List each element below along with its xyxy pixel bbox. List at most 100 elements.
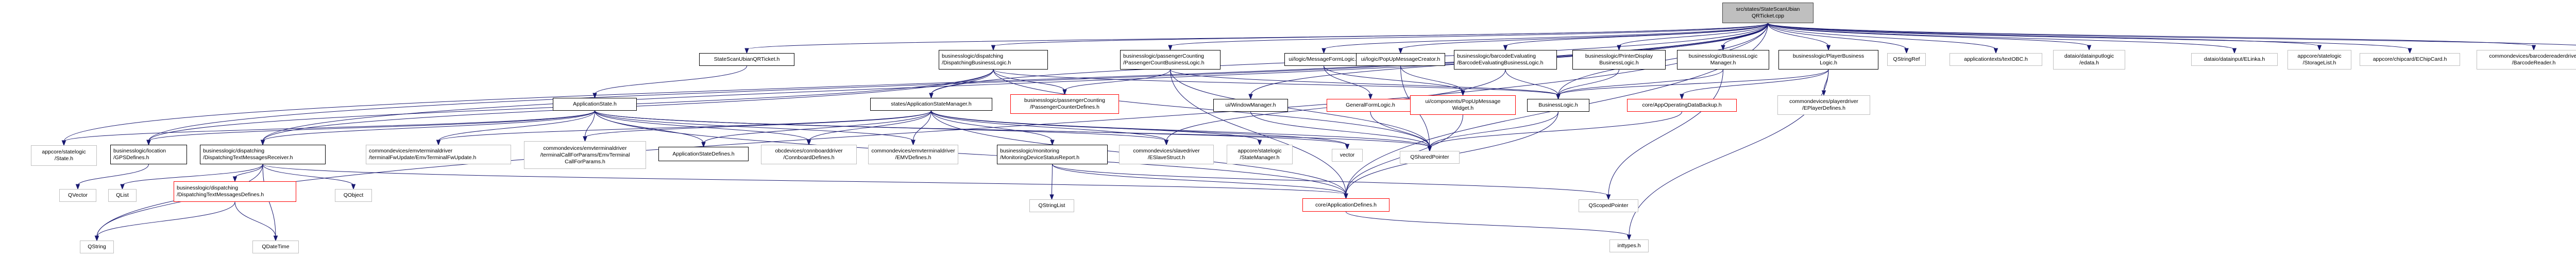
arrowhead-icon (1617, 45, 1621, 51)
dependency-edge (1558, 69, 1619, 96)
node-qobject[interactable]: QObject (335, 189, 372, 202)
node-label: businesslogic/passengerCounting /Passeng… (1123, 53, 1205, 66)
node-vector[interactable]: vector (1332, 149, 1363, 162)
dependency-edge (1324, 65, 1463, 92)
dependency-edge (595, 110, 1346, 195)
node-stl[interactable]: appcore/statelogic /StorageList.h (2287, 50, 2351, 70)
node-gps[interactable]: businesslogic/location /GPSDefines.h (110, 145, 187, 164)
node-pdbl[interactable]: businesslogic/PrinterDisplay BusinessLog… (1572, 50, 1666, 70)
node-emvd[interactable]: commondevices/emvterminaldriver /EMVDefi… (868, 145, 958, 164)
node-cfp[interactable]: commondevices/emvterminaldriver /termina… (524, 141, 646, 169)
node-asm[interactable]: states/ApplicationStateManager.h (870, 98, 992, 111)
node-label: commondevices/barcodereaderdriver /Barco… (2489, 53, 2576, 66)
node-bebl[interactable]: businesslogic/barcodeEvaluating /Barcode… (1454, 50, 1557, 70)
arrowhead-icon (1680, 94, 1684, 100)
dependency-edge (1768, 23, 2320, 47)
arrowhead-icon (911, 140, 916, 146)
dependency-edge (1768, 23, 1829, 47)
node-label: businesslogic/monitoring /MonitoringDevi… (1000, 148, 1080, 161)
node-bcr[interactable]: commondevices/barcodereaderdriver /Barco… (2477, 50, 2576, 70)
arrowhead-icon (1257, 140, 1262, 146)
node-qsp[interactable]: QSharedPointer (1400, 151, 1460, 164)
dependency-edge (262, 164, 1346, 195)
dependency-edge (63, 110, 595, 142)
arrowhead-icon (1721, 45, 1725, 51)
node-qvector[interactable]: QVector (59, 189, 96, 202)
node-epd[interactable]: commondevices/playerdriver /EPlayerDefin… (1777, 95, 1870, 115)
dependency-edge (585, 110, 931, 138)
dependency-edge (1429, 111, 1682, 148)
node-label: businesslogic/BusinessLogic Manager.h (1688, 53, 1758, 66)
arrowhead-icon (2087, 45, 2092, 51)
dependency-edge (1370, 111, 1430, 148)
node-label: states/ApplicationStateManager.h (891, 101, 972, 107)
dependency-edge (148, 110, 595, 142)
dependency-edge (1629, 69, 1829, 236)
node-root[interactable]: src/states/StateScanUbian QRTicket.cpp (1722, 3, 1814, 23)
dependency-edge (1346, 211, 1630, 236)
arrowhead-icon (1049, 194, 1054, 200)
node-qstringlist[interactable]: QStringList (1029, 199, 1074, 212)
node-state[interactable]: appcore/statelogic /State.h (31, 145, 97, 166)
node-qdatetime[interactable]: QDateTime (252, 241, 299, 253)
node-wm[interactable]: ui/WindowManager.h (1213, 99, 1288, 112)
arrowhead-icon (436, 140, 441, 146)
node-ess[interactable]: commondevices/slavedriver /ESlaveStruct.… (1119, 145, 1214, 164)
node-dbl[interactable]: businesslogic/dispatching /DispatchingBu… (939, 50, 1048, 70)
node-mfl[interactable]: ui/logic/MessageFormLogic.h (1284, 53, 1363, 66)
node-qlist[interactable]: QList (108, 189, 137, 202)
node-mdsr[interactable]: businesslogic/monitoring /MonitoringDevi… (997, 145, 1108, 164)
node-as[interactable]: ApplicationState.h (553, 98, 637, 111)
node-pcbl[interactable]: businesslogic/passengerCounting /Passeng… (1120, 50, 1221, 70)
dependency-edge (1768, 23, 2410, 50)
dependency-edge (1723, 23, 1768, 47)
dependency-edge (1064, 69, 1171, 91)
dependency-edge (262, 110, 595, 142)
dependency-edge (1429, 111, 1558, 148)
node-qstring[interactable]: QString (80, 241, 114, 253)
node-pumw[interactable]: ui/components/PopUpMessage Widget.h (1410, 95, 1516, 115)
node-label: businesslogic/dispatching /DispatchingTe… (203, 148, 293, 161)
node-inttypes[interactable]: inttypes.h (1609, 239, 1649, 252)
node-label: businesslogic/dispatching /DispatchingTe… (177, 185, 264, 198)
node-label: core/ApplicationDefines.h (1315, 201, 1377, 208)
dependency-edge (1400, 65, 1463, 92)
node-dtmd[interactable]: businesslogic/dispatching /DispatchingTe… (174, 181, 296, 202)
node-fwu[interactable]: commondevices/emvterminaldriver /termina… (366, 145, 511, 164)
dependency-edge (234, 164, 263, 178)
node-gfl[interactable]: GeneralFormLogic.h (1327, 99, 1414, 112)
node-tobc[interactable]: applicationtexts/textOBC.h (1950, 53, 2042, 66)
node-appdef[interactable]: core/ApplicationDefines.h (1302, 198, 1389, 212)
arrowhead-icon (1062, 89, 1067, 95)
node-label: dataio/datainput/ELinka.h (2204, 56, 2265, 62)
dependency-edge (1250, 111, 1430, 148)
node-pbl[interactable]: businesslogic/PlayerBusiness Logic.h (1778, 50, 1878, 70)
arrowhead-icon (1461, 90, 1465, 96)
node-pcd[interactable]: businesslogic/passengerCounting /Passeng… (1010, 94, 1119, 114)
node-cbd[interactable]: obcdevices/connboarddriver /ConnboardDef… (761, 145, 857, 164)
node-aodb[interactable]: core/AppOperatingDataBackup.h (1627, 99, 1737, 112)
node-label: vector (1340, 152, 1355, 158)
node-label: appcore/statelogic /StorageList.h (2297, 53, 2342, 66)
node-qsr[interactable]: QStringRef (1887, 53, 1926, 66)
dependency-edge (808, 110, 931, 142)
node-edata[interactable]: dataio/datainputlogic /edata.h (2053, 50, 2125, 70)
arrowhead-icon (1993, 48, 1998, 54)
node-blm[interactable]: businesslogic/BusinessLogic Manager.h (1677, 50, 1769, 70)
arrowhead-icon (2317, 45, 2322, 51)
node-asd[interactable]: ApplicationStateDefines.h (658, 147, 749, 161)
node-label: appcore/chipcard/EChipCard.h (2372, 56, 2447, 62)
arrowhead-icon (1398, 48, 1403, 54)
dependency-edge (595, 110, 913, 142)
arrowhead-icon (1345, 144, 1350, 150)
node-dtmr[interactable]: businesslogic/dispatching /DispatchingTe… (200, 145, 326, 164)
node-bl[interactable]: BusinessLogic.h (1527, 99, 1589, 112)
dependency-edge (1682, 69, 1829, 96)
node-pumc[interactable]: ui/logic/PopUpMessageCreator.h (1356, 53, 1445, 66)
dependency-edge (438, 110, 931, 142)
node-ecc[interactable]: appcore/chipcard/EChipCard.h (2360, 53, 2460, 66)
node-sm[interactable]: appcore/statelogic /StateManager.h (1227, 145, 1293, 164)
node-elinka[interactable]: dataio/datainput/ELinka.h (2191, 53, 2278, 66)
node-qscoped[interactable]: QScopedPointer (1579, 199, 1638, 212)
node-ssqr[interactable]: StateScanUbianQRTicket.h (699, 53, 794, 66)
